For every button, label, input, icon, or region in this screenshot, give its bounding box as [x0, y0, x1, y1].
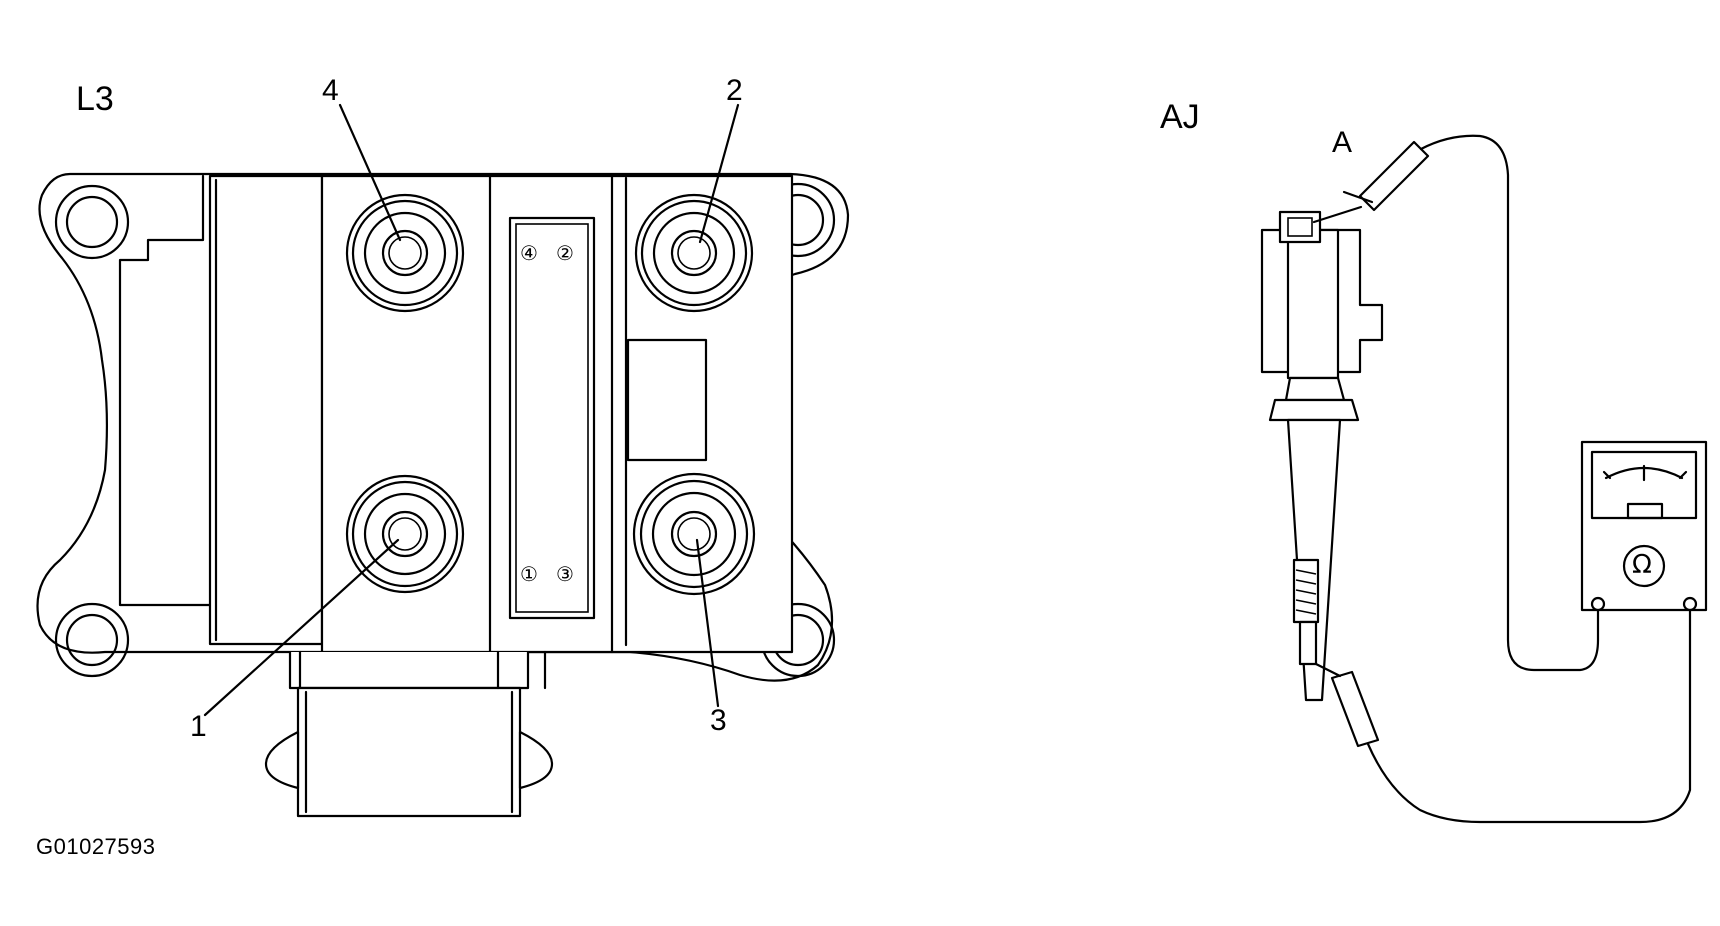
- callout-a: A: [1332, 126, 1353, 159]
- mold-marking-4: ④: [520, 241, 538, 265]
- callout-3: 3: [710, 704, 727, 737]
- connector-body: [296, 686, 522, 818]
- connector-latch-left: [264, 730, 300, 790]
- coil-tip: [1298, 620, 1318, 666]
- side-label-recess: [626, 338, 708, 462]
- figure-id: G01027593: [36, 834, 156, 859]
- mounting-hole-top-left: [54, 184, 130, 260]
- mounting-hole-bottom-left: [54, 602, 130, 678]
- callout-2: 2: [726, 74, 743, 107]
- probe-lower: [1330, 670, 1380, 748]
- aj-coil-test: [1260, 134, 1708, 824]
- leader-a: [1342, 190, 1374, 204]
- connector-housing: [288, 652, 530, 690]
- coil-connector: [1278, 210, 1322, 244]
- ohmmeter: [1580, 440, 1708, 612]
- callout-4: 4: [322, 74, 339, 107]
- coil-boot: [1284, 376, 1346, 402]
- lead-lower: [1366, 608, 1692, 824]
- callout-1: 1: [190, 710, 207, 743]
- leader-3: [695, 538, 720, 708]
- tower-1: [345, 474, 465, 594]
- left-rib: [118, 174, 212, 607]
- leader-1: [203, 538, 400, 717]
- mold-marking-3: ③: [556, 562, 574, 586]
- mold-marking-2: ②: [556, 241, 574, 265]
- lead-upper: [1419, 134, 1600, 672]
- l3-coil-pack: [36, 103, 850, 818]
- left-block: [208, 174, 324, 646]
- marking-plate: [508, 216, 596, 620]
- tower-3: [632, 472, 756, 596]
- connector-latch-right: [518, 730, 554, 790]
- leader-2: [698, 103, 740, 244]
- tower-4: [345, 193, 465, 313]
- leader-4: [338, 103, 402, 242]
- mold-marking-1: ①: [520, 562, 538, 586]
- panel-label-aj: AJ: [1160, 98, 1200, 136]
- probe-upper: [1358, 140, 1430, 212]
- tower-2: [634, 193, 754, 313]
- ohm-symbol: Ω: [1632, 550, 1652, 580]
- panel-label-l3: L3: [76, 80, 114, 118]
- coil-body-aj: [1286, 228, 1340, 380]
